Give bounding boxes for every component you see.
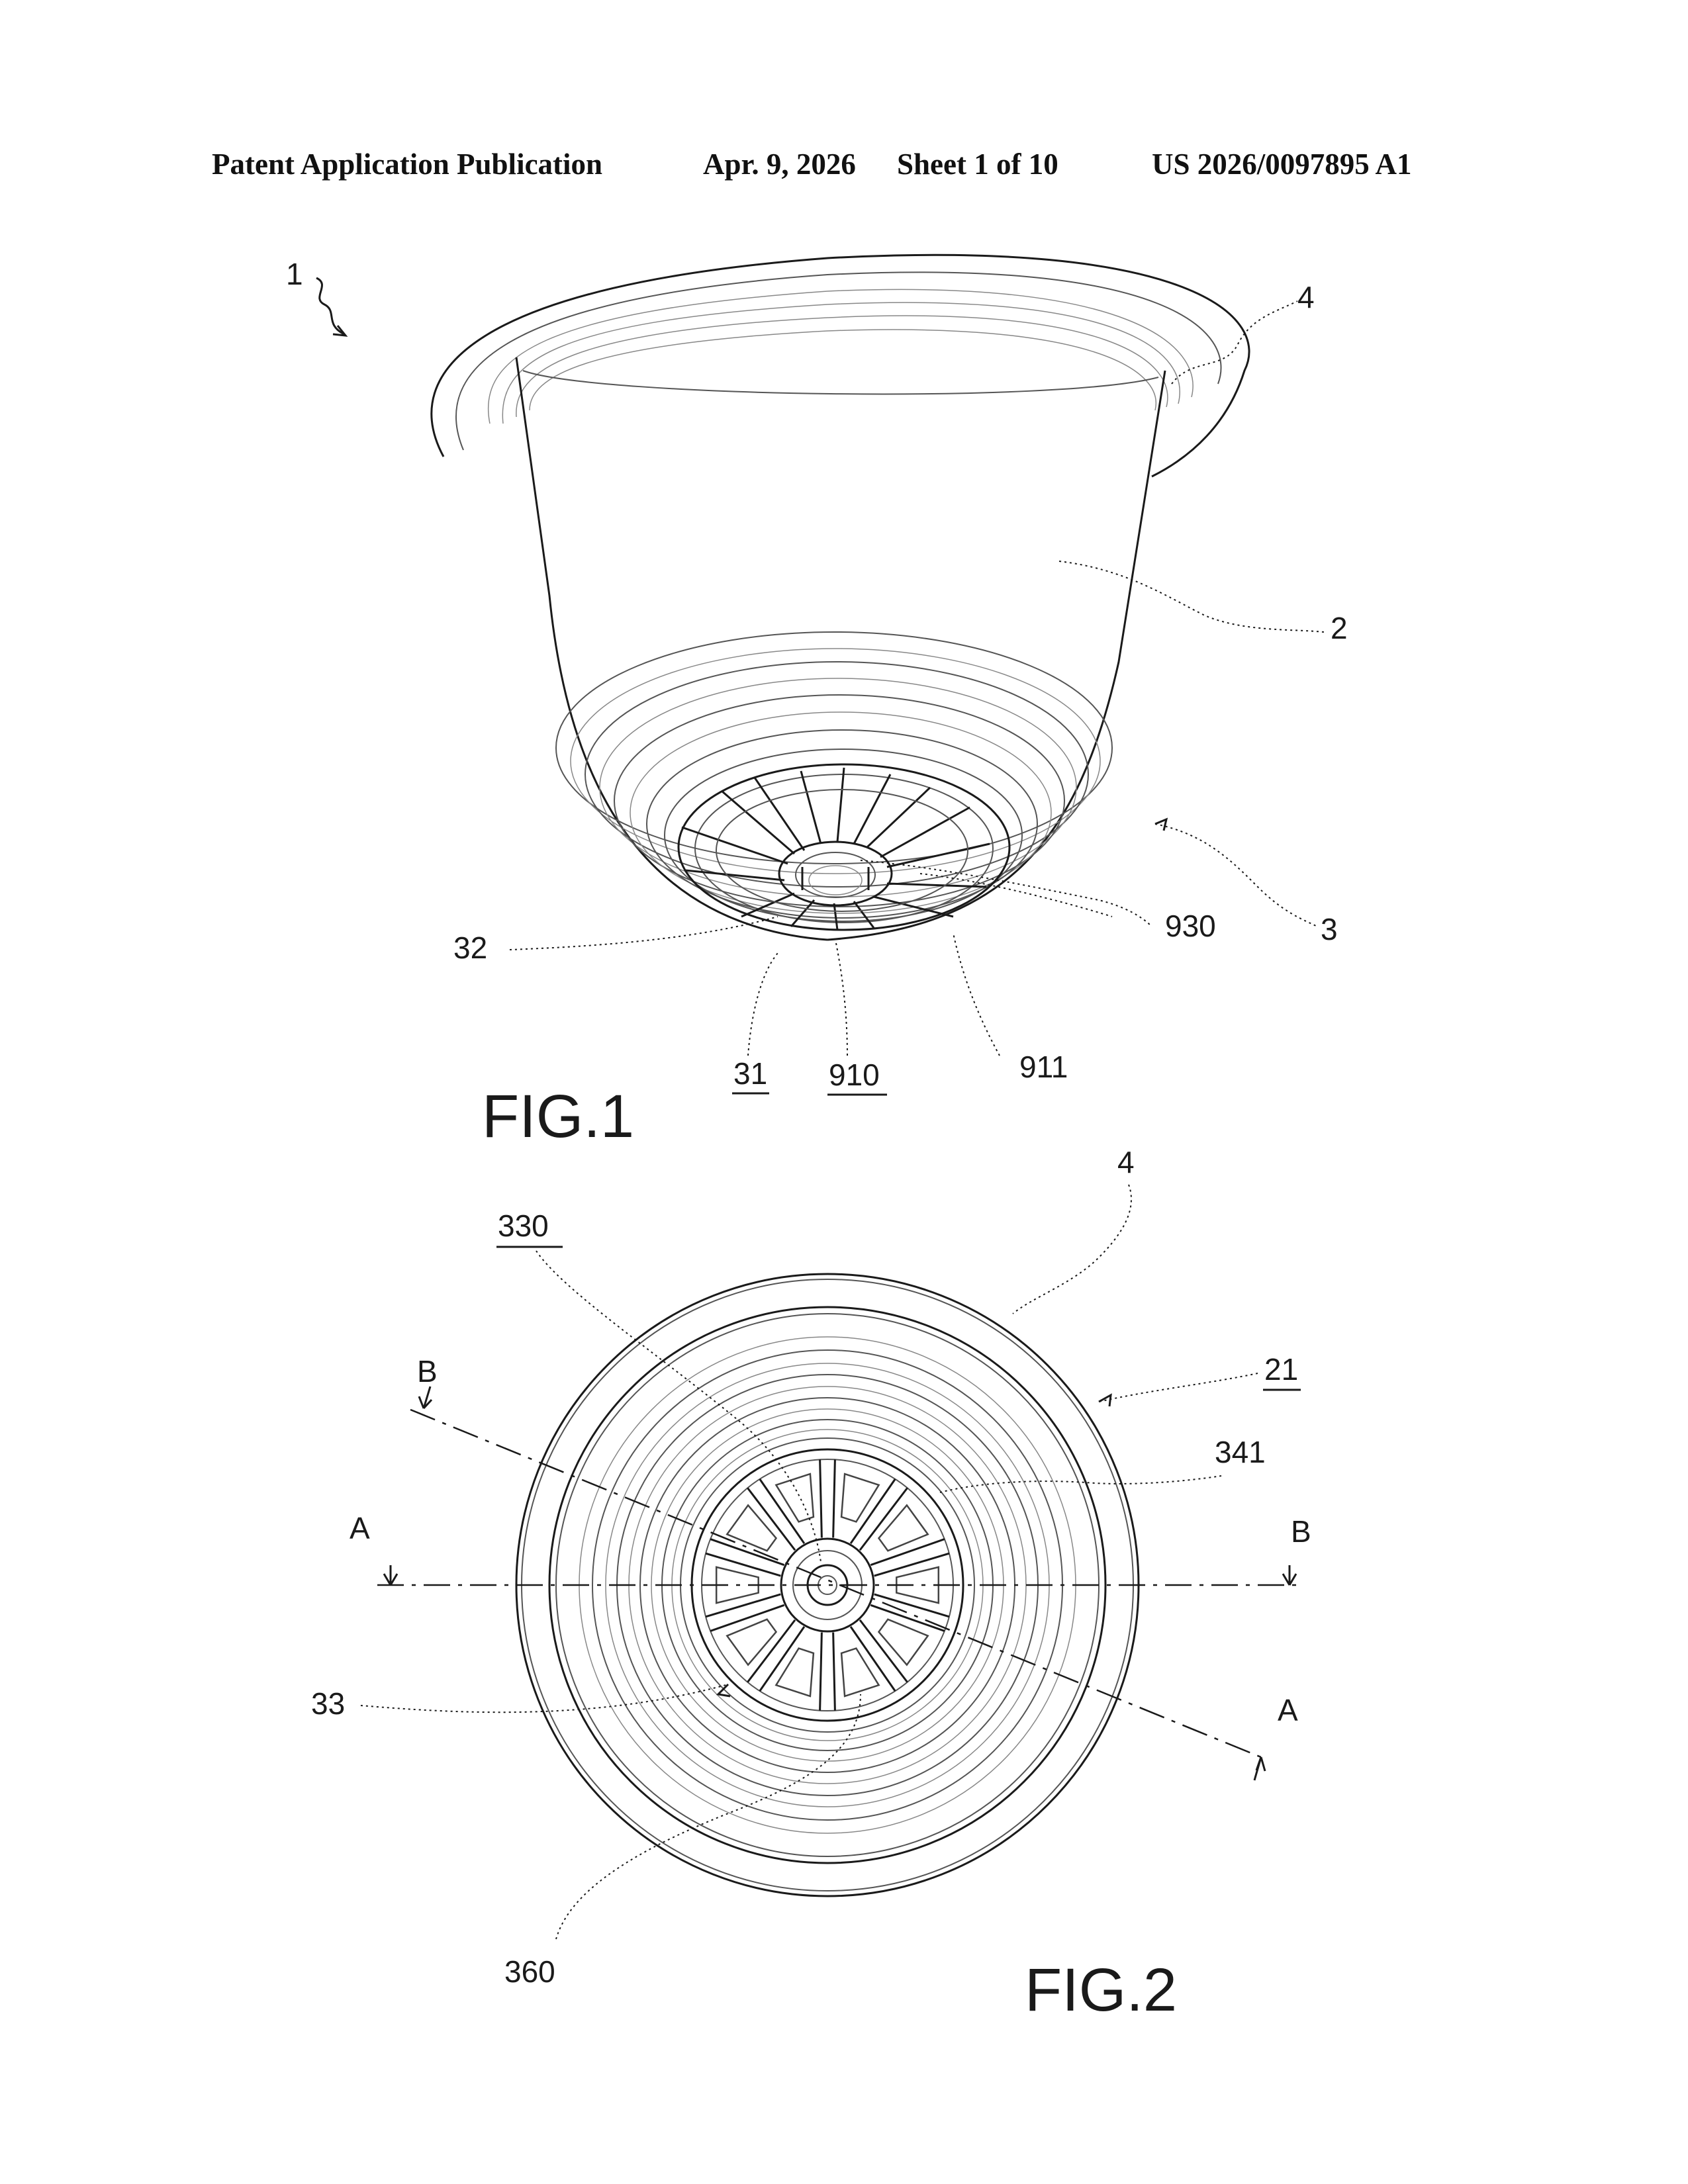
spoke-edge <box>820 1632 822 1710</box>
wheel-window <box>727 1619 776 1665</box>
fig1-label-2: 2 <box>1331 611 1348 645</box>
fig2-label-360: 360 <box>504 1954 555 1989</box>
wheel-window <box>776 1649 814 1696</box>
spoke-edge <box>833 1632 835 1710</box>
fig2-label-330: 330 <box>498 1208 549 1243</box>
fig1-label-31: 31 <box>733 1056 767 1091</box>
figure-2: 4 330 21 341 B A B A 33 360 FIG.2 <box>311 1145 1311 2024</box>
fig2-label-4: 4 <box>1117 1145 1135 1179</box>
fig2-leaders <box>361 1185 1258 1939</box>
bottom-rings <box>556 632 1112 921</box>
fig2-label-B-right: B <box>1291 1514 1311 1549</box>
fig1-label-910: 910 <box>829 1058 880 1092</box>
fig1-label-32: 32 <box>453 931 487 965</box>
fig1-label-4: 4 <box>1297 280 1315 314</box>
fig1-label-1: 1 <box>286 257 303 291</box>
fig2-label-21: 21 <box>1264 1352 1298 1387</box>
outlet-wheel <box>679 764 1009 930</box>
flange-rim <box>432 255 1249 477</box>
fig1-label-930: 930 <box>1165 909 1216 943</box>
fig2-label-341: 341 <box>1215 1435 1266 1469</box>
fig1-title: FIG.1 <box>482 1083 634 1150</box>
fig1-label-3: 3 <box>1321 912 1338 946</box>
wheel-window <box>879 1619 928 1665</box>
spoke-edge <box>820 1459 822 1537</box>
spoke-edge <box>833 1459 835 1537</box>
wheel-window <box>727 1505 776 1551</box>
wheel-window <box>879 1505 928 1551</box>
fig2-label-A-left: A <box>350 1511 370 1545</box>
wheel-window <box>841 1474 879 1522</box>
figure-1: 1 4 2 3 930 32 31 910 911 FIG.1 <box>286 255 1348 1150</box>
fig1-label-911: 911 <box>1019 1050 1068 1084</box>
wheel-window <box>841 1649 879 1696</box>
fig2-label-A-right: A <box>1278 1693 1298 1727</box>
fig2-label-33: 33 <box>311 1686 345 1721</box>
fig2-title: FIG.2 <box>1025 1956 1177 2024</box>
fig2-label-B-left: B <box>417 1354 438 1388</box>
